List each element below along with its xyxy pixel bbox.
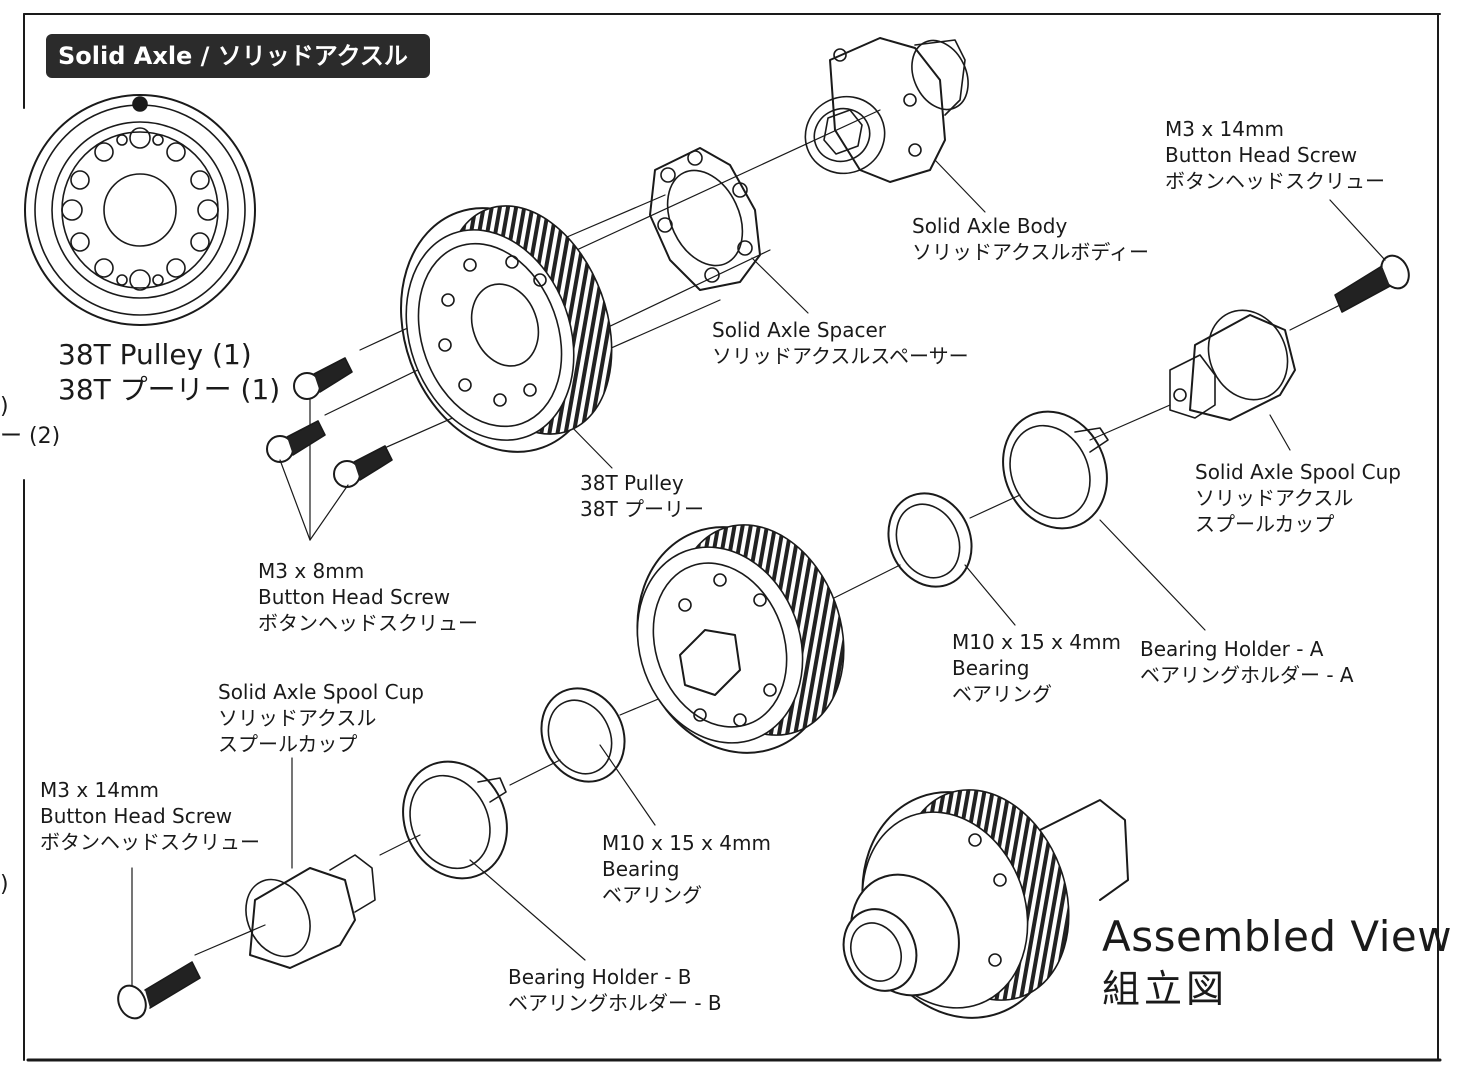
bearing-right-jp: ベアリング (952, 682, 1052, 706)
m3x14-screw-left (117, 961, 201, 1020)
bearing-holder-a-jp: ベアリングホルダー - A (1140, 663, 1354, 687)
edge-fragment-2: ー (2) (0, 424, 61, 449)
m3x8-name: Button Head Screw (258, 585, 451, 609)
bearing-left-jp: ベアリング (602, 883, 702, 907)
solid-axle-spacer-jp: ソリッドアクスルスペーサー (712, 344, 969, 368)
bearing-holder-b-name: Bearing Holder - B (508, 965, 692, 989)
spool-cup-left-jp1: ソリッドアクスル (218, 706, 377, 730)
m3x8-size: M3 x 8mm (258, 559, 365, 583)
section-title-badge: Solid Axle / ソリッドアクスル (46, 34, 430, 78)
pulley-38t-label-jp: 38T プーリー (1) (58, 373, 281, 406)
solid-axle-body (804, 37, 969, 183)
spool-cup-left-name: Solid Axle Spool Cup (218, 680, 424, 704)
solid-axle-spacer-name: Solid Axle Spacer (712, 318, 887, 342)
spool-cup-right-name: Solid Axle Spool Cup (1195, 460, 1401, 484)
bearing-right-name: Bearing (952, 656, 1030, 680)
m3x14-top-name: Button Head Screw (1165, 143, 1358, 167)
page-frame (23, 13, 1442, 1062)
pulley-38t-label-en: 38T Pulley (1) (58, 338, 252, 371)
bearing-right (887, 492, 973, 588)
m3x14-left-jp: ボタンヘッドスクリュー (40, 830, 260, 854)
solid-axle-spacer (649, 147, 761, 291)
spool-cup-right-jp2: スプールカップ (1195, 512, 1335, 536)
solid-axle-body-name: Solid Axle Body (912, 214, 1068, 238)
pulley-38t-jp: 38T プーリー (580, 497, 705, 521)
bearing-left-size: M10 x 15 x 4mm (602, 831, 771, 855)
pulley-38t-name: 38T Pulley (580, 471, 684, 495)
bearing-left-name: Bearing (602, 857, 680, 881)
m3x14-screw-top (1334, 254, 1410, 313)
m3x14-left-name: Button Head Screw (40, 804, 233, 828)
edge-fragment-1: ) (0, 394, 9, 419)
bearing-right-size: M10 x 15 x 4mm (952, 630, 1121, 654)
m3x14-top-size: M3 x 14mm (1165, 117, 1284, 141)
spool-cup-right (1169, 309, 1296, 421)
edge-fragment-3: ) (0, 872, 9, 897)
spool-cup-left (245, 854, 376, 969)
pulley-38t-face-view (24, 94, 256, 326)
bearing-holder-a-name: Bearing Holder - A (1140, 637, 1324, 661)
m3x8-screws (266, 357, 393, 488)
m3x14-top-jp: ボタンヘッドスクリュー (1165, 169, 1385, 193)
m3x8-jp: ボタンヘッドスクリュー (258, 611, 478, 635)
m3x14-left-size: M3 x 14mm (40, 778, 159, 802)
bearing-holder-b-jp: ベアリングホルダー - B (508, 991, 722, 1015)
spool-cup-right-jp1: ソリッドアクスル (1195, 486, 1354, 510)
assembled-view-jp: 組立図 (1102, 967, 1229, 1011)
pulley-38t-exploded (400, 205, 613, 453)
solid-axle-body-jp: ソリッドアクスルボディー (912, 240, 1149, 264)
pulley-center-with-spool (636, 524, 845, 754)
spool-cup-left-jp2: スプールカップ (218, 732, 358, 756)
bearing-holder-a (1002, 410, 1109, 530)
assembled-view-drawing (842, 789, 1129, 1019)
assembled-view-title: Assembled View (1102, 912, 1453, 961)
bearing-left (540, 687, 626, 783)
bearing-holder-b (402, 760, 508, 880)
